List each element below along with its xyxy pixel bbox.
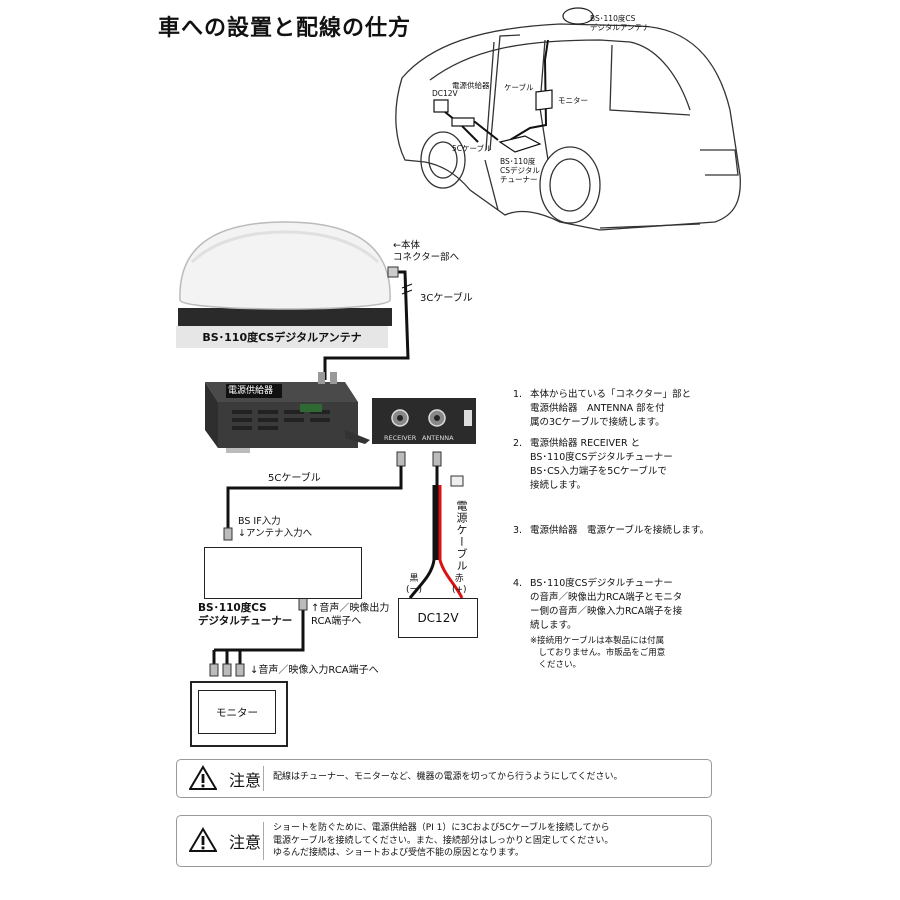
- connector-plug-icon: [387, 266, 399, 278]
- caution-heading: 注意: [229, 833, 262, 852]
- car-tuner-box: [498, 135, 542, 153]
- step-note: ※接続用ケーブルは本製品には付属 しておりません。市販品をご用意 ください。: [530, 636, 666, 670]
- black-wire-label: 黒 (ー): [406, 574, 423, 595]
- antenna-caption: BS･110度CSデジタルアンテナ: [176, 326, 388, 348]
- dc12v-box: DC12V: [398, 598, 478, 638]
- car-cable-label: ケーブル: [504, 83, 534, 92]
- power-cable-label: 電源ケーブル: [455, 500, 468, 572]
- red-wire-label: 赤 (+): [452, 574, 467, 595]
- antenna-port-label: ANTENNA: [422, 434, 454, 442]
- caution-divider: [263, 822, 264, 860]
- antenna-dome-icon: [178, 221, 392, 326]
- rca-output-label: ↑音声／映像出力 RCA端子へ: [311, 603, 390, 627]
- car-power-supply-label: 電源供給器: [452, 81, 490, 90]
- cable-3c-label: 3Cケーブル: [420, 293, 473, 304]
- car-dc12v-box: [433, 99, 449, 113]
- bs-if-input-label: BS IF入力 ↓アンテナ入力へ: [238, 516, 313, 539]
- caution-box-1: 注意 配線はチューナー、モニターなど、機器の電源を切ってから行うようにしてくださ…: [176, 759, 712, 798]
- power-supply-panel: [372, 398, 476, 444]
- tuner-label: BS･110度CS デジタルチューナー: [198, 602, 293, 627]
- warning-triangle-icon: [189, 765, 217, 790]
- monitor-label: モニター: [198, 690, 276, 734]
- car-5c-cable-label: 5Cケーブル: [452, 144, 492, 153]
- power-supply-panel-label: 電源供給器: [228, 386, 274, 396]
- car-monitor-label: モニター: [558, 96, 588, 105]
- to-connector-label: ←本体 コネクター部へ: [393, 240, 460, 263]
- car-tuner-label: BS･110度 CSデジタル チューナー: [500, 157, 540, 184]
- cable-5c-label: 5Cケーブル: [268, 473, 321, 484]
- caution-heading: 注意: [229, 771, 262, 790]
- car-antenna-label: BS･110度CS デジタルアンテナ: [590, 14, 650, 32]
- caution-box-2: 注意 ショートを防ぐために、電源供給器（PI 1）に3Cおよび5Cケーブルを接続…: [176, 815, 712, 867]
- caution-divider: [263, 766, 264, 791]
- caution-text: ショートを防ぐために、電源供給器（PI 1）に3Cおよび5Cケーブルを接続してか…: [273, 823, 614, 858]
- connector-plug-icon: [223, 527, 233, 541]
- tuner-unit: [204, 547, 362, 599]
- rca-input-label: ↓音声／映像入力RCA端子へ: [250, 665, 379, 676]
- car-antenna-icon: [562, 7, 594, 25]
- monitor-unit: モニター: [190, 681, 288, 747]
- receiver-port-label: RECEIVER: [384, 434, 417, 442]
- warning-triangle-icon: [189, 827, 217, 852]
- car-power-supply-box: [451, 117, 475, 127]
- car-monitor-icon: [535, 89, 553, 111]
- caution-text: 配線はチューナー、モニターなど、機器の電源を切ってから行うようにしてください。: [273, 772, 623, 782]
- page-title: 車への設置と配線の仕方: [158, 16, 412, 41]
- power-plug-icon: [450, 475, 464, 487]
- power-supply-unit: [205, 372, 370, 453]
- car-dc12v-label: DC12V: [432, 89, 458, 98]
